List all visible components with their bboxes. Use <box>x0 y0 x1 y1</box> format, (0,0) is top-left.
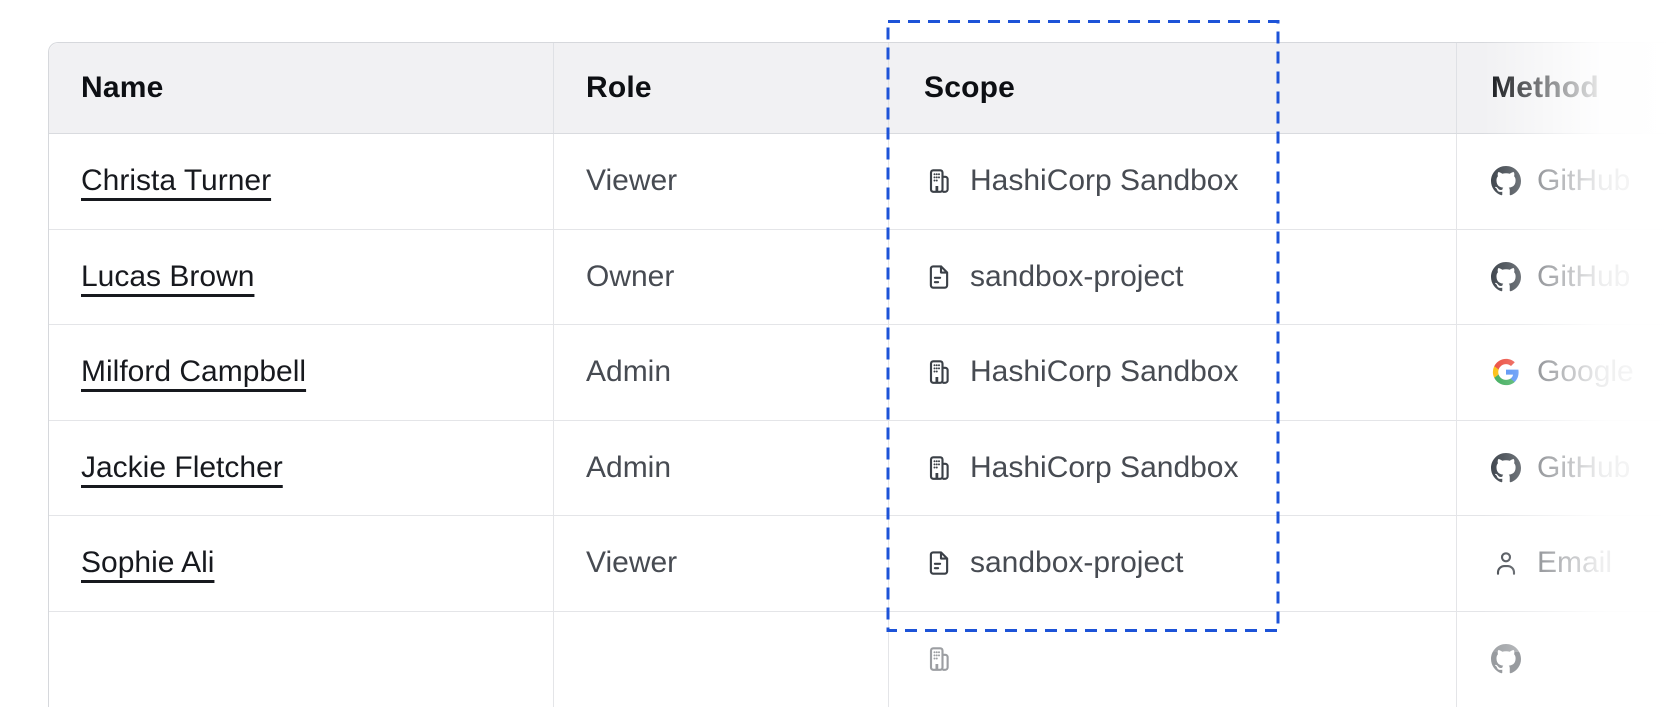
column-header-name: Name <box>49 43 554 133</box>
scope-value: sandbox-project <box>970 546 1183 580</box>
method-cell: Google <box>1457 325 1672 420</box>
column-header-name-label: Name <box>81 71 164 105</box>
name-cell: Jackie Fletcher <box>49 421 554 516</box>
column-header-method: Method <box>1457 43 1672 133</box>
project-icon <box>924 548 954 578</box>
role-value: Viewer <box>586 164 677 198</box>
role-value: Admin <box>586 451 671 485</box>
scope-cell: sandbox-project <box>889 230 1457 325</box>
name-cell <box>49 612 554 707</box>
role-value: Owner <box>586 260 674 294</box>
name-cell: Christa Turner <box>49 134 554 229</box>
member-name-link[interactable]: Lucas Brown <box>81 260 254 294</box>
role-cell: Viewer <box>554 516 889 611</box>
email-icon <box>1491 548 1521 578</box>
column-header-scope-label: Scope <box>924 71 1015 105</box>
role-cell <box>554 612 889 707</box>
table-header-row: Name Role Scope Method <box>49 43 1672 134</box>
role-cell: Admin <box>554 421 889 516</box>
scope-cell: HashiCorp Sandbox <box>889 325 1457 420</box>
table-row: Jackie Fletcher Admin HashiCorp Sandbox … <box>49 421 1672 517</box>
member-name-link[interactable]: Christa Turner <box>81 164 271 198</box>
method-cell: GitHub <box>1457 421 1672 516</box>
table-row: Lucas Brown Owner sandbox-project GitHub <box>49 230 1672 326</box>
method-cell <box>1457 612 1672 707</box>
member-name-link[interactable]: Milford Campbell <box>81 355 306 389</box>
scope-value: sandbox-project <box>970 260 1183 294</box>
member-name-link[interactable]: Sophie Ali <box>81 546 214 580</box>
scope-cell: HashiCorp Sandbox <box>889 134 1457 229</box>
table-row-partial <box>49 612 1672 707</box>
scope-value: HashiCorp Sandbox <box>970 164 1239 198</box>
members-table-screen: Name Role Scope Method Christa Turner Vi… <box>0 0 1672 652</box>
column-header-role: Role <box>554 43 889 133</box>
name-cell: Sophie Ali <box>49 516 554 611</box>
scope-cell: HashiCorp Sandbox <box>889 421 1457 516</box>
role-cell: Viewer <box>554 134 889 229</box>
scope-value: HashiCorp Sandbox <box>970 451 1239 485</box>
column-header-role-label: Role <box>586 71 652 105</box>
github-icon <box>1491 453 1521 483</box>
column-header-method-label: Method <box>1491 71 1599 105</box>
organization-icon <box>924 453 954 483</box>
table-row: Christa Turner Viewer HashiCorp Sandbox … <box>49 134 1672 230</box>
github-icon <box>1491 166 1521 196</box>
role-cell: Admin <box>554 325 889 420</box>
github-icon <box>1491 644 1521 674</box>
organization-icon <box>924 357 954 387</box>
table-row: Milford Campbell Admin HashiCorp Sandbox… <box>49 325 1672 421</box>
member-name-link[interactable]: Jackie Fletcher <box>81 451 283 485</box>
scope-cell: sandbox-project <box>889 516 1457 611</box>
method-value: GitHub <box>1537 451 1630 485</box>
project-icon <box>924 262 954 292</box>
table-row: Sophie Ali Viewer sandbox-project Email <box>49 516 1672 612</box>
role-value: Viewer <box>586 546 677 580</box>
name-cell: Lucas Brown <box>49 230 554 325</box>
role-cell: Owner <box>554 230 889 325</box>
method-value: Google <box>1537 355 1634 389</box>
scope-cell <box>889 612 1457 707</box>
method-value: GitHub <box>1537 164 1630 198</box>
method-cell: Email <box>1457 516 1672 611</box>
name-cell: Milford Campbell <box>49 325 554 420</box>
google-icon <box>1491 357 1521 387</box>
method-value: GitHub <box>1537 260 1630 294</box>
organization-icon <box>924 166 954 196</box>
column-header-scope: Scope <box>889 43 1457 133</box>
scope-value: HashiCorp Sandbox <box>970 355 1239 389</box>
method-cell: GitHub <box>1457 230 1672 325</box>
role-value: Admin <box>586 355 671 389</box>
members-table: Name Role Scope Method Christa Turner Vi… <box>48 42 1672 707</box>
method-value: Email <box>1537 546 1612 580</box>
github-icon <box>1491 262 1521 292</box>
method-cell: GitHub <box>1457 134 1672 229</box>
organization-icon <box>924 644 954 674</box>
